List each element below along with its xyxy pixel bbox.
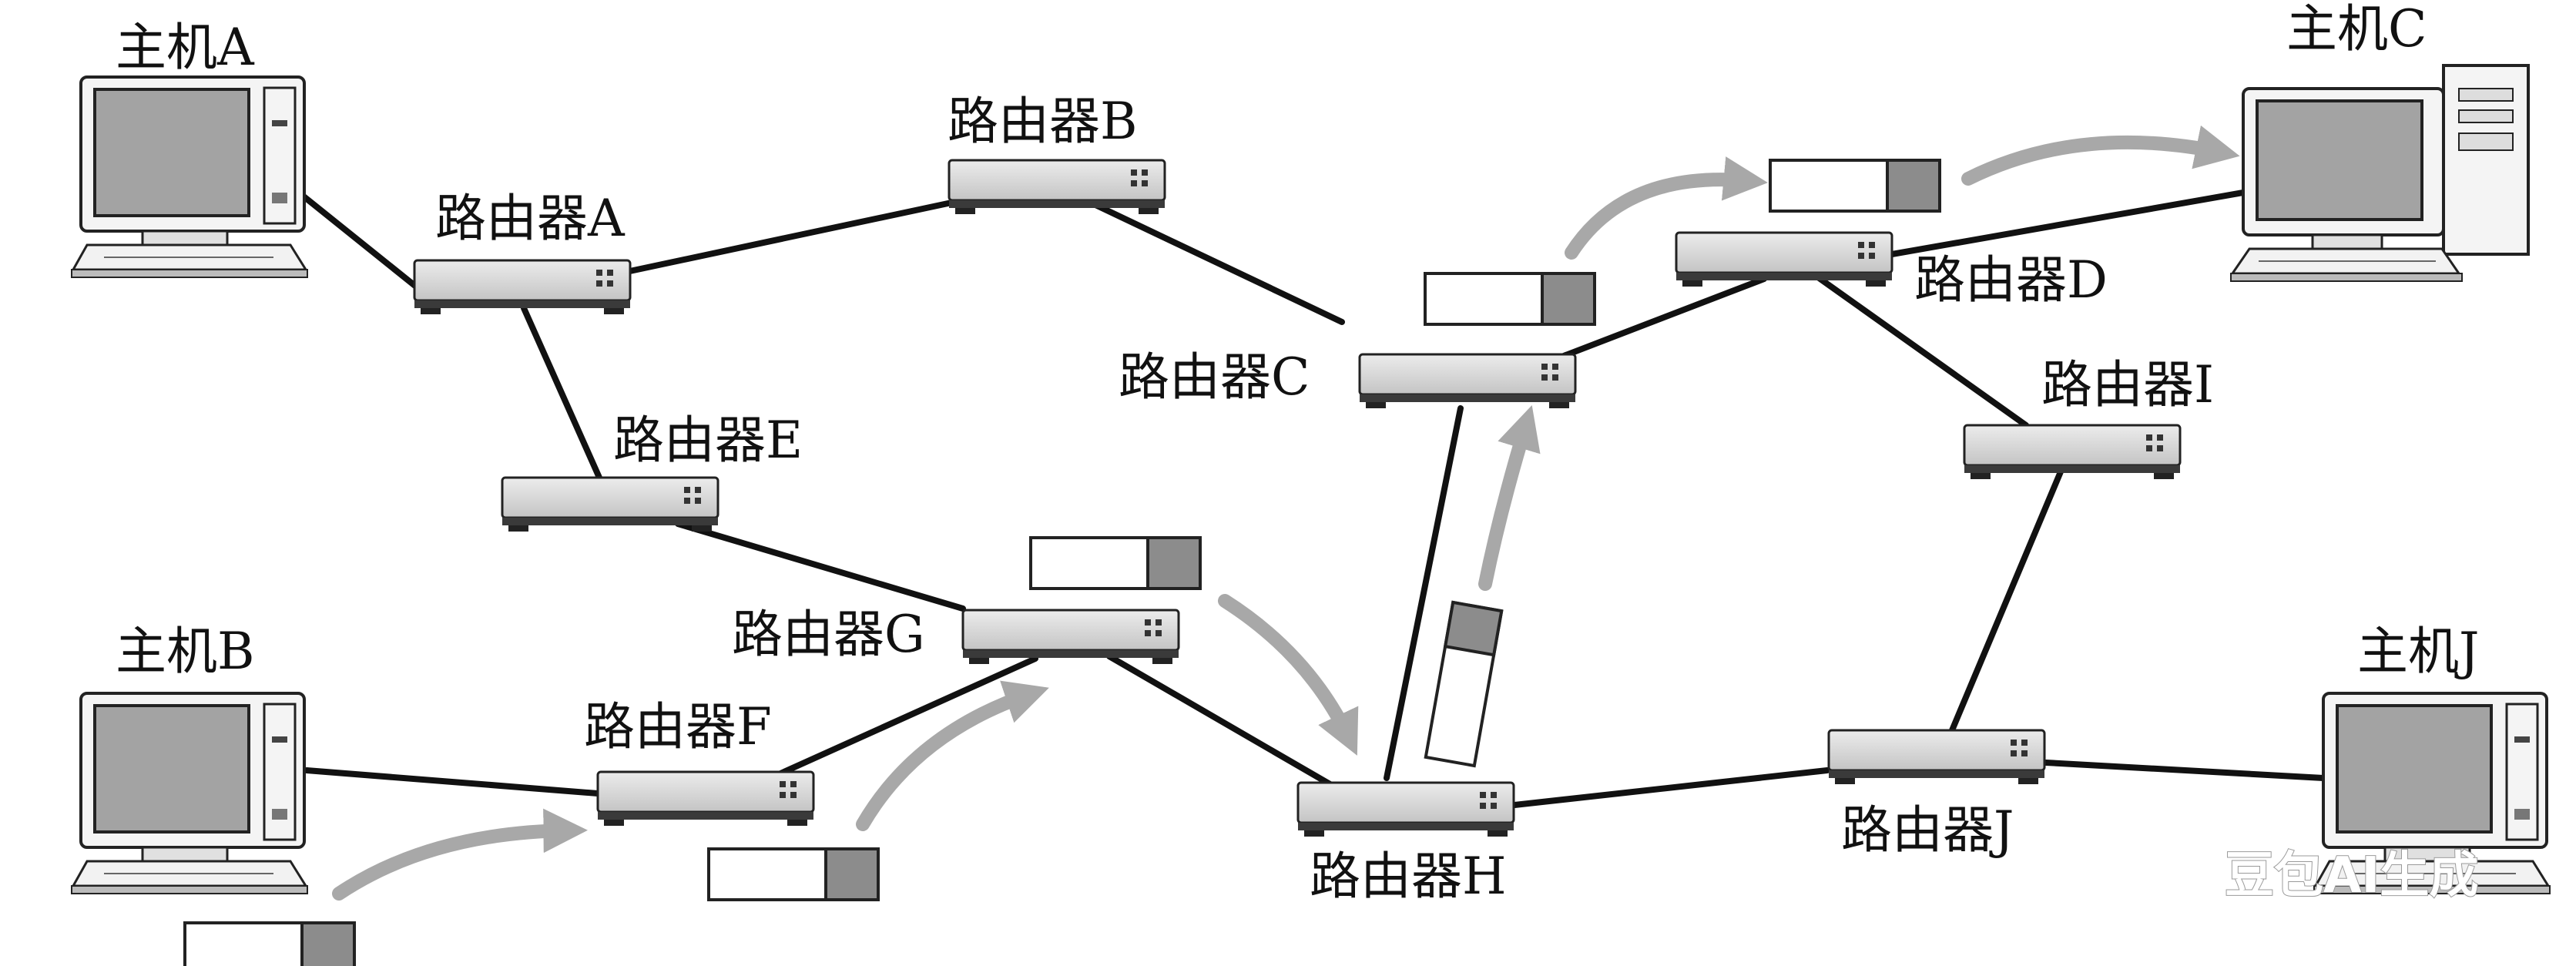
link-routerh-routerc <box>1384 405 1464 781</box>
link-routerd-hostc <box>1889 190 2246 257</box>
packet <box>1424 600 1504 768</box>
router-f-icon <box>596 770 815 827</box>
flow-arrow <box>1565 156 1768 260</box>
router-a-icon <box>413 259 632 316</box>
router-j-icon <box>1827 729 2046 786</box>
link-hostb-routerf <box>304 767 601 797</box>
router-f-label: 路由器F <box>584 697 772 756</box>
router-b-icon <box>948 159 1166 216</box>
router-g-icon <box>961 609 1180 666</box>
host-a-computer-icon <box>70 75 309 279</box>
links <box>296 190 2326 808</box>
link-routerh-routerj <box>1511 767 1830 808</box>
host-c-label: 主机C <box>2286 0 2427 59</box>
packet <box>1424 272 1596 326</box>
host-j-label: 主机J <box>2357 622 2479 681</box>
watermark: 豆包AI生成 <box>2225 847 2478 904</box>
router-b-label: 路由器B <box>948 92 1138 151</box>
router-h-icon <box>1296 781 1515 838</box>
flow-arrow <box>1478 404 1541 591</box>
host-b-computer-icon <box>70 692 309 895</box>
flow-arrows <box>332 125 2240 901</box>
link-hosta-routera <box>296 190 419 290</box>
flow-arrow <box>332 808 589 901</box>
router-j-label: 路由器J <box>1841 800 2014 860</box>
router-d-label: 路由器D <box>1914 250 2108 310</box>
router-a-label: 路由器A <box>435 189 626 248</box>
link-routera-routere <box>521 305 602 481</box>
flow-arrow <box>856 680 1049 831</box>
router-e-label: 路由器E <box>613 411 803 470</box>
link-routerj-hostj <box>2043 760 2326 781</box>
link-routerg-routerh <box>1106 653 1336 789</box>
packet <box>183 921 356 966</box>
link-routere-routerg <box>675 521 966 612</box>
packet <box>1769 159 1941 213</box>
router-i-label: 路由器I <box>2041 355 2214 414</box>
host-c-computer-icon <box>2229 64 2530 283</box>
link-routera-routerb <box>598 199 958 280</box>
link-routerb-routerc <box>1091 201 1345 325</box>
link-routerf-routerg <box>767 656 1038 781</box>
packet <box>707 847 880 901</box>
router-e-icon <box>501 476 719 533</box>
link-routerd-routeri <box>1815 274 2029 428</box>
link-routeri-routerj <box>1949 467 2064 733</box>
link-routerc-routerd <box>1561 276 1767 359</box>
host-a-label: 主机A <box>116 18 255 77</box>
router-g-label: 路由器G <box>732 605 925 664</box>
router-c-icon <box>1358 353 1577 410</box>
router-h-label: 路由器H <box>1310 847 1507 906</box>
packet <box>1029 536 1202 590</box>
router-d-icon <box>1675 231 1893 288</box>
flow-arrow <box>1961 125 2240 186</box>
flow-arrow <box>1218 594 1359 756</box>
router-c-label: 路由器C <box>1119 347 1310 407</box>
router-i-icon <box>1963 424 2182 481</box>
host-b-label: 主机B <box>116 622 255 681</box>
